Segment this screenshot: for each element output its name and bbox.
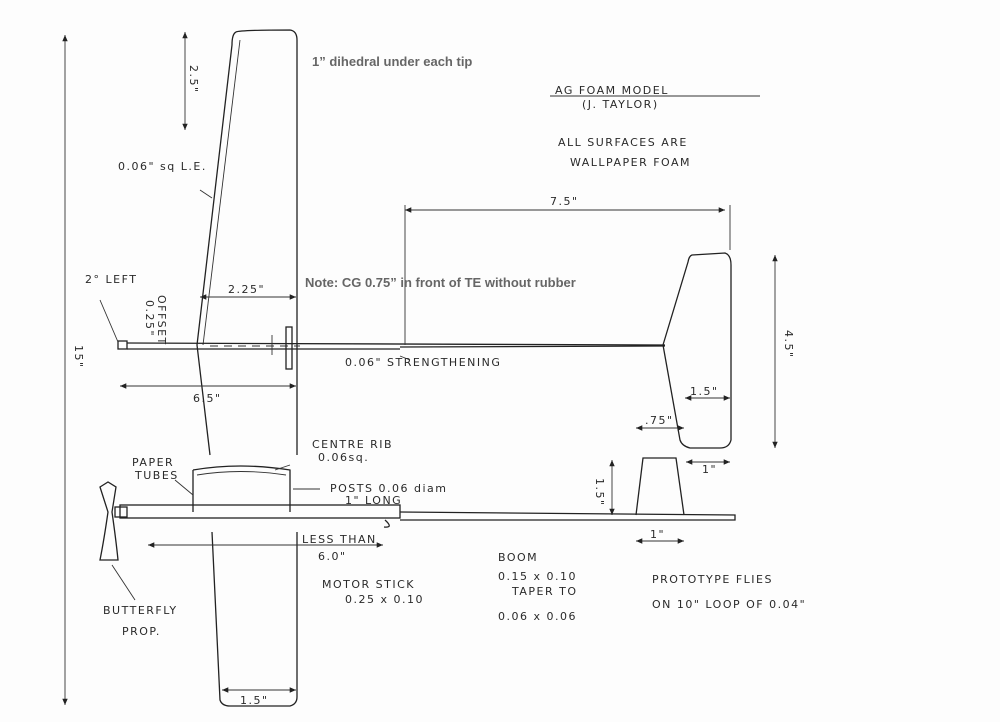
dihedral-note: 1” dihedral under each tip — [312, 54, 472, 69]
fin-base-dim: 1" — [650, 528, 665, 541]
prop-label-1: BUTTERFLY — [103, 604, 178, 617]
motor-stick-label-1: MOTOR STICK — [322, 578, 415, 591]
prop-label-2: PROP. — [122, 625, 161, 638]
wing-side — [192, 465, 291, 512]
boom-label-4: 0.06 x 0.06 — [498, 610, 577, 623]
nose-te-dim: 6.5" — [193, 392, 222, 405]
centre-rib-label-1: CENTRE RIB — [312, 438, 393, 451]
butterfly-prop — [99, 481, 119, 561]
centre-rib-label-2: 0.06sq. — [318, 451, 369, 464]
le-spar-label: 0.06" sq L.E. — [118, 160, 207, 173]
less-than-label-2: 6.0" — [318, 550, 347, 563]
boom-length-dim: 7.5" — [550, 195, 579, 208]
posts-label-2: 1" LONG — [345, 494, 402, 507]
paper-tubes-label-1: PAPER — [132, 456, 174, 469]
motor-stick — [119, 504, 401, 519]
cg-note: Note: CG 0.75” in front of TE without ru… — [305, 275, 576, 290]
prototype-note-2: ON 10" LOOP OF 0.04" — [652, 598, 806, 611]
stab-root-dim: 1.5" — [690, 385, 719, 398]
side-view — [99, 457, 736, 561]
dimension-lines — [62, 31, 778, 705]
boom-label-1: BOOM — [498, 551, 538, 564]
author: (J. TAYLOR) — [582, 98, 659, 111]
prototype-note-1: PROTOTYPE FLIES — [652, 573, 773, 586]
drawing-title: AG FOAM MODEL — [555, 84, 669, 97]
strengthening-label: 0.06" STRENGTHENING — [345, 356, 501, 369]
span-dim: 15" — [72, 345, 85, 369]
offset-dim: 0.25" — [143, 300, 156, 337]
less-than-label-1: LESS THAN — [302, 533, 377, 546]
stabilizer-plan-view — [662, 252, 732, 449]
stab-span-dim: 4.5" — [782, 330, 795, 359]
thrust-label: 2° LEFT — [85, 273, 137, 286]
root-chord-dim: 2.25" — [228, 283, 265, 296]
boom-label-3: TAPER TO — [511, 585, 578, 598]
wing-plan-view — [196, 29, 298, 707]
stab-tip2-dim: 1" — [702, 463, 717, 476]
leading-edge-spar — [202, 39, 241, 346]
posts-label-1: POSTS 0.06 diam — [330, 482, 447, 495]
stab-tip-dim: .75" — [645, 414, 674, 427]
fin — [635, 457, 685, 516]
fuselage-plan-view — [117, 326, 666, 370]
tip-chord-dim: 1.5" — [240, 694, 269, 707]
rear-hook — [383, 519, 390, 528]
tip-panel-dim: 2.5" — [187, 65, 200, 94]
strengthening-plate — [285, 326, 293, 370]
surfaces-note-1: ALL SURFACES ARE — [558, 136, 688, 149]
paper-tubes-label-2: TUBES — [134, 469, 179, 482]
surfaces-note-2: WALLPAPER FOAM — [570, 156, 691, 169]
offset-label: OFFSET — [155, 295, 168, 346]
motor-stick-label-2: 0.25 x 0.10 — [345, 593, 424, 606]
fin-height-dim: 1.5" — [593, 478, 606, 507]
boom-label-2: 0.15 x 0.10 — [498, 570, 577, 583]
